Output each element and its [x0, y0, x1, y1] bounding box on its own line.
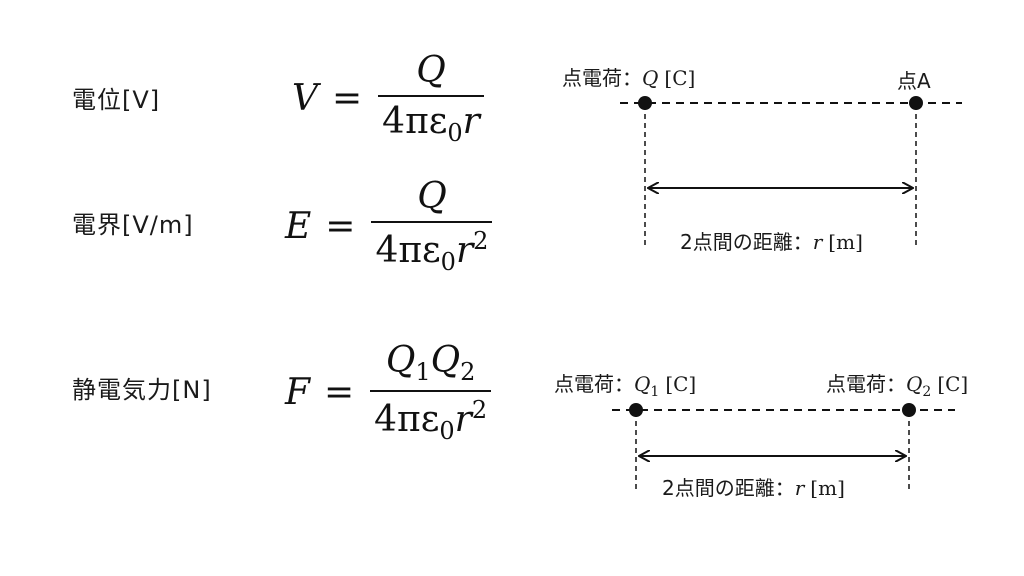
force-equation: F = Q1Q2 4πε0r2	[285, 340, 492, 446]
potential-equation: V = Q 4πε0r	[292, 50, 484, 147]
denominator-var: r	[455, 230, 474, 271]
point-charge-dot	[638, 96, 652, 110]
bottom-distance-label: 2点間の距離：r[m]	[660, 472, 847, 501]
force-numerator: Q1Q2	[382, 340, 480, 390]
denominator-coef: 4πε	[374, 399, 440, 441]
denominator-sub: 0	[447, 119, 463, 148]
denominator-exponent: 2	[473, 227, 489, 255]
field-denominator: 4πε0r2	[371, 221, 493, 277]
charge-unit: [C]	[937, 372, 969, 396]
bottom-left-charge-label: 点電荷：Q1 [C]	[554, 368, 696, 400]
distance-symbol: r	[812, 230, 823, 254]
force-denominator: 4πε0r2	[370, 390, 492, 446]
denominator-var: r	[462, 101, 480, 142]
potential-fraction: Q 4πε0r	[378, 50, 484, 147]
force-lhs: F	[285, 372, 310, 414]
charge-label-text: 点電荷：	[826, 372, 906, 396]
distance-symbol: r	[794, 476, 805, 500]
charge-label-text: 点電荷：	[562, 66, 642, 90]
field-lhs: E	[285, 205, 312, 247]
force-label: 静電気力[N]	[72, 376, 212, 404]
charge-subscript: 1	[650, 384, 660, 400]
distance-unit: [m]	[828, 230, 863, 254]
denominator-coef: 4πε	[382, 101, 448, 142]
numerator-q1-sub: 1	[415, 358, 431, 387]
charge-subscript: 2	[922, 384, 932, 400]
potential-label: 電位[V]	[72, 86, 161, 114]
denominator-sub: 0	[440, 248, 456, 277]
equals-sign: =	[325, 205, 356, 247]
bottom-right-charge-label: 点電荷：Q2 [C]	[826, 368, 968, 400]
field-label: 電界[V/m]	[72, 211, 194, 239]
equals-sign: =	[332, 78, 363, 120]
charge-symbol: Q	[906, 372, 923, 396]
top-right-point-label: 点A	[897, 69, 931, 93]
distance-label-text: 2点間の距離：	[680, 230, 813, 254]
charge-symbol: Q	[642, 66, 659, 90]
top-left-charge-label: 点電荷：Q[C]	[562, 62, 695, 91]
potential-lhs: V	[292, 78, 318, 120]
numerator-q2: Q	[430, 340, 461, 381]
charge-unit: [C]	[665, 372, 697, 396]
distance-label-text: 2点間の距離：	[662, 476, 795, 500]
point-a-dot	[909, 96, 923, 110]
numerator-q1: Q	[385, 340, 416, 381]
potential-numerator: Q	[416, 50, 446, 91]
denominator-var: r	[454, 399, 472, 441]
distance-unit: [m]	[810, 476, 845, 500]
field-fraction: Q 4πε0r2	[371, 176, 493, 277]
denominator-exponent: 2	[471, 396, 488, 425]
diagram-bottom	[612, 403, 955, 490]
denominator-coef: 4πε	[375, 230, 441, 271]
equals-sign: =	[323, 372, 355, 414]
top-distance-label: 2点間の距離：r[m]	[678, 226, 865, 255]
charge-q2-dot	[902, 403, 916, 417]
charge-symbol: Q	[634, 372, 651, 396]
force-fraction: Q1Q2 4πε0r2	[370, 340, 492, 446]
diagram-top	[620, 96, 962, 248]
charge-q1-dot	[629, 403, 643, 417]
denominator-sub: 0	[439, 417, 455, 446]
numerator-q2-sub: 2	[460, 358, 476, 387]
potential-denominator: 4πε0r	[378, 95, 484, 147]
field-equation: E = Q 4πε0r2	[285, 176, 493, 277]
field-numerator: Q	[417, 176, 447, 217]
charge-label-text: 点電荷：	[554, 372, 634, 396]
charge-unit: [C]	[664, 66, 696, 90]
